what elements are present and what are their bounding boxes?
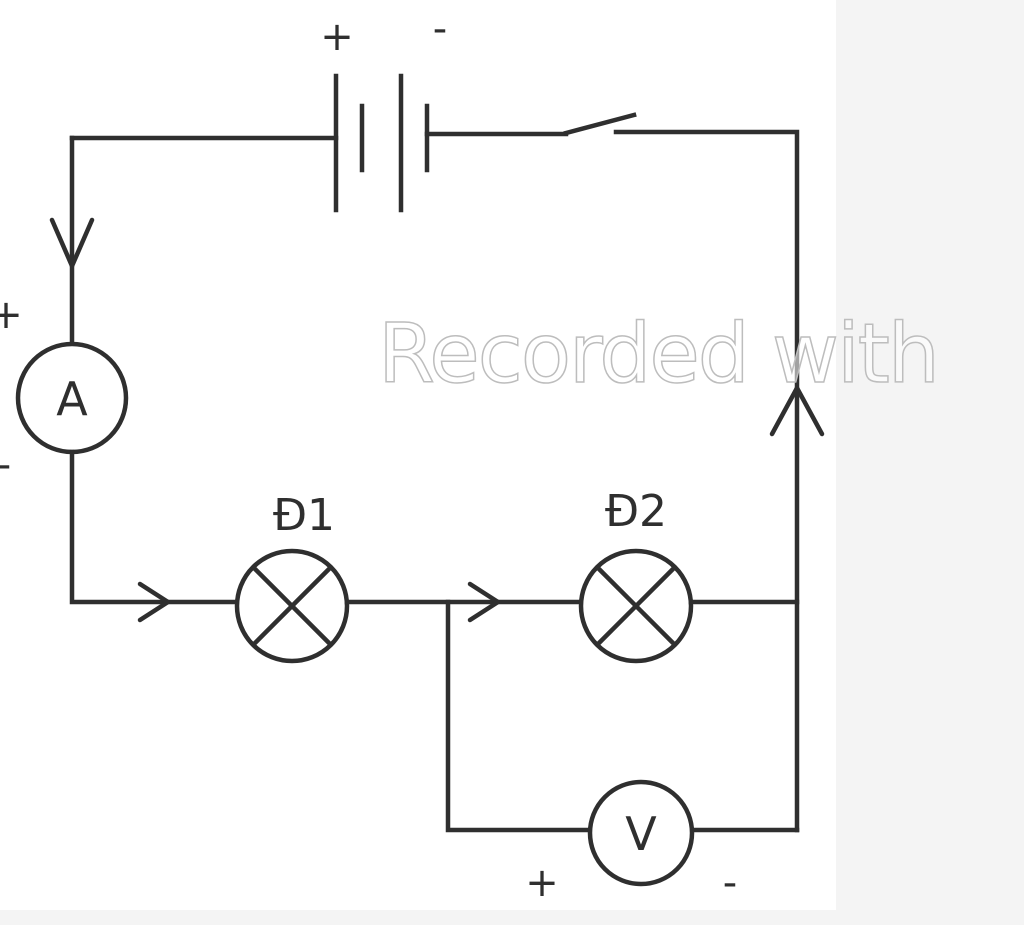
voltmeter-letter: V [625,807,657,861]
wire-voltmeter-left [445,599,593,833]
voltmeter-minus-sign: - [723,860,737,906]
wire-switch-right [613,129,800,833]
ammeter-plus-sign: + [0,292,23,338]
lamp-1-label: Đ1 [273,490,335,541]
switch-lever [563,112,637,136]
arrow-up-right [769,385,825,437]
arrow-down-left [49,217,95,269]
voltmeter [587,779,695,887]
battery-minus-sign: - [433,6,447,52]
battery-plus-sign: + [320,14,354,60]
arrow-right-2 [467,581,501,623]
ammeter-minus-sign: - [0,442,11,488]
diagram-panel [0,0,836,910]
lamp-2-label: Đ2 [605,486,667,537]
lamp-2-cross-b [595,565,677,647]
wire-left-bottom [69,449,241,605]
voltmeter-plus-sign: + [525,860,559,906]
ammeter-letter: A [56,372,88,426]
arrow-right-1 [137,581,171,623]
watermark-text: Recorded with [378,307,938,402]
lamp-1-cross-b [251,565,333,647]
